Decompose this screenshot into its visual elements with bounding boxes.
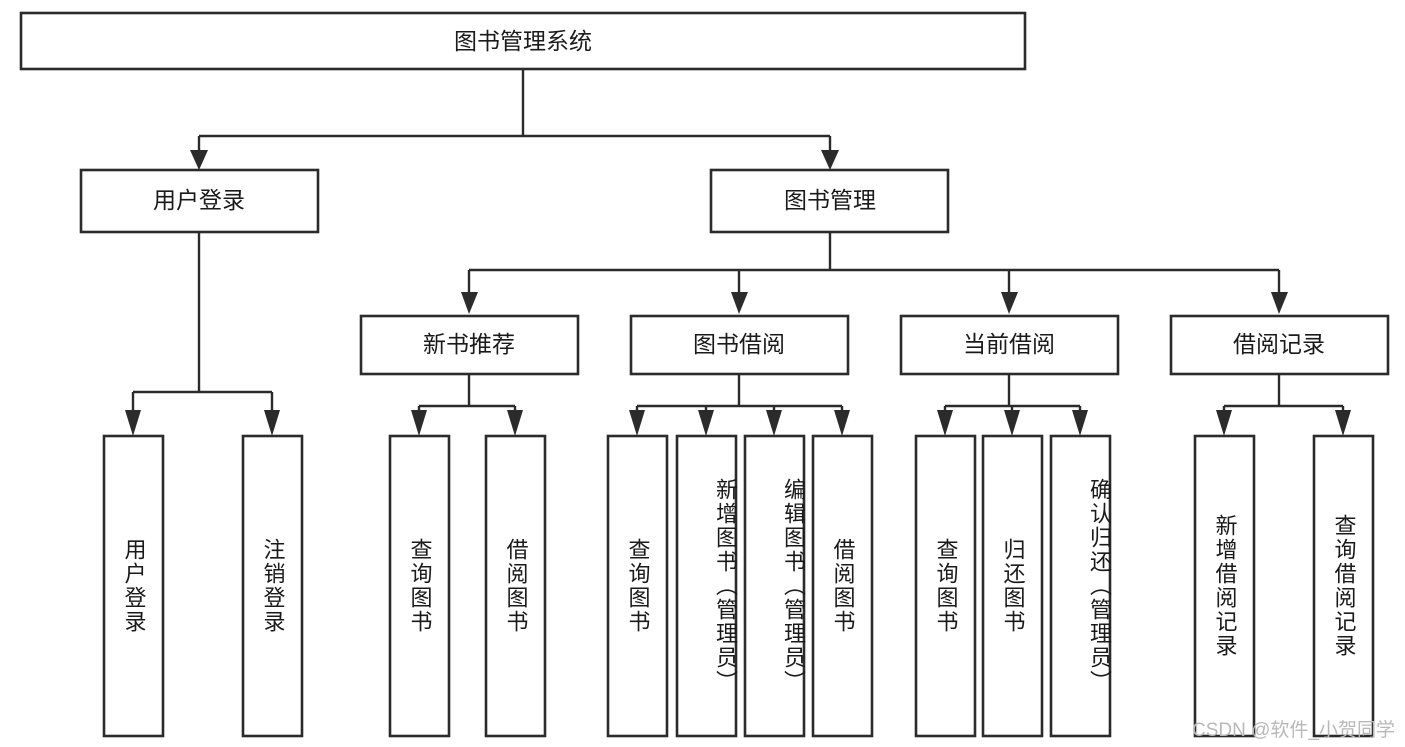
arrow-borrow-record <box>1271 292 1288 314</box>
arrow-leaf-borrow-book-1 <box>507 410 523 436</box>
node-book-management-box[interactable] <box>709 168 950 234</box>
connector-newbook-to-leaves <box>411 374 523 436</box>
arrow-leaf-add-book <box>698 410 714 436</box>
connector-borrowrecord-to-leaves <box>1216 374 1351 436</box>
node-current-borrow-label: 当前借阅 <box>963 331 1055 357</box>
node-book-borrow-box[interactable] <box>629 314 850 376</box>
arrow-leaf-query-book-2 <box>629 410 645 436</box>
node-new-book-recommend-box[interactable] <box>359 314 580 376</box>
csdn-watermark: CSDN @软件_小贺同学 <box>1192 720 1395 741</box>
leaf-box-confirm-return[interactable] <box>1049 434 1112 738</box>
connector-bookborrow-to-leaves <box>629 374 850 436</box>
arrow-leaf-confirm-return <box>1072 410 1088 436</box>
arrow-leaf-user-login <box>125 410 141 436</box>
node-user-login-box[interactable] <box>79 168 320 234</box>
arrow-current-borrow <box>1001 292 1018 314</box>
node-borrow-record-box[interactable] <box>1169 314 1390 376</box>
arrow-leaf-borrow-book-2 <box>834 410 850 436</box>
node-borrow-record-label: 借阅记录 <box>1233 331 1325 357</box>
leaf-box-logout[interactable] <box>241 434 304 738</box>
arrow-leaf-return-book <box>1004 410 1020 436</box>
leaf-box-query-record[interactable] <box>1312 434 1375 738</box>
node-current-borrow-box[interactable] <box>899 314 1120 376</box>
arrow-leaf-edit-book <box>766 410 782 436</box>
connector-bookmgmt-to-level3 <box>461 232 1288 314</box>
arrow-leaf-query-book-1 <box>411 410 427 436</box>
arrow-leaf-add-record <box>1216 410 1232 436</box>
arrow-leaf-query-record <box>1335 410 1351 436</box>
leaf-box-add-record[interactable] <box>1193 434 1256 738</box>
node-new-book-recommend-label: 新书推荐 <box>423 331 515 357</box>
arrow-leaf-query-book-3 <box>937 410 953 436</box>
leaf-box-add-book[interactable] <box>675 434 738 738</box>
leaf-box-query-book-2[interactable] <box>606 434 669 738</box>
arrow-user-login <box>190 150 208 170</box>
connector-root-to-level2 <box>190 69 839 170</box>
node-root-box[interactable] <box>19 11 1027 71</box>
leaf-box-return-book[interactable] <box>981 434 1044 738</box>
node-user-login-label: 用户登录 <box>153 187 245 213</box>
leaf-box-edit-book[interactable] <box>743 434 806 738</box>
leaf-box-user-login[interactable] <box>102 434 165 738</box>
arrow-book-borrow <box>731 292 748 314</box>
node-root-label: 图书管理系统 <box>454 28 592 54</box>
leaf-box-query-book-1[interactable] <box>388 434 451 738</box>
arrow-new-book-recommend <box>461 292 478 314</box>
arrow-book-management <box>821 150 839 170</box>
leaf-box-query-book-3[interactable] <box>914 434 977 738</box>
leaf-box-borrow-book-2[interactable] <box>811 434 874 738</box>
leaf-box-borrow-book-1[interactable] <box>484 434 547 738</box>
node-book-borrow-label: 图书借阅 <box>693 331 785 357</box>
arrow-leaf-logout <box>264 410 280 436</box>
connector-currentborrow-to-leaves <box>937 374 1088 436</box>
node-book-management-label: 图书管理 <box>784 187 876 213</box>
connector-userlogin-to-leaves <box>125 232 280 436</box>
